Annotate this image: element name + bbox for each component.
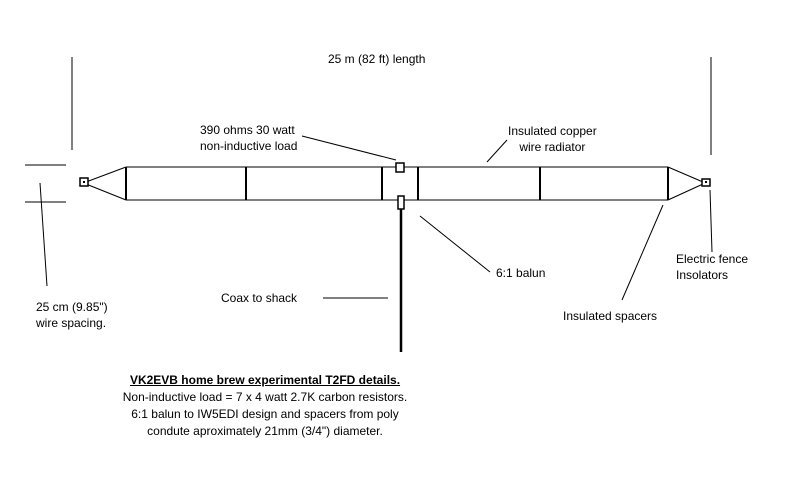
caption-line1: Non-inductive load = 7 x 4 watt 2.7K car…: [122, 390, 408, 404]
balun-leader: [419, 215, 491, 273]
load-label-line2: non-inductive load: [200, 139, 298, 153]
spacing-label-line2: wire spacing.: [36, 316, 107, 330]
right-taper-top: [667, 166, 704, 183]
radiator-label-line1: Insulated copper: [508, 124, 597, 138]
caption-line2: 6:1 balun to IW5EDI design and spacers f…: [131, 407, 399, 421]
load-label: 390 ohms 30 watt non-inductive load: [200, 122, 297, 154]
fence-leader: [709, 189, 713, 253]
spacing-label-line1: 25 cm (9.85"): [36, 300, 108, 314]
balun-label: 6:1 balun: [496, 266, 546, 280]
length-label: 25 m (82 ft) length: [328, 52, 426, 66]
load-leader: [301, 135, 397, 161]
left-taper-bottom: [85, 183, 127, 201]
left-taper-top: [85, 166, 127, 183]
spacers-leader: [621, 204, 664, 301]
radiator-label-line2: wire radiator: [519, 140, 586, 154]
radiator-leader: [486, 139, 508, 163]
details-caption: VK2EVB home brew experimental T2FD detai…: [100, 372, 430, 440]
caption-title: VK2EVB home brew experimental T2FD detai…: [129, 373, 401, 387]
fence-insulator-label: Electric fence Insolators: [676, 251, 748, 283]
fence-label-line2: Insolators: [676, 268, 729, 282]
load-resistor: [395, 162, 405, 173]
spacing-pointer: [39, 182, 48, 287]
fence-label-line1: Electric fence: [676, 252, 749, 266]
caption-line3: condute aproximately 21mm (3/4") diamete…: [147, 424, 383, 438]
spacing-label: 25 cm (9.85") wire spacing.: [36, 299, 108, 331]
load-label-line1: 390 ohms 30 watt: [200, 123, 295, 137]
coax-label: Coax to shack: [221, 291, 298, 305]
right-taper-bottom: [667, 183, 704, 201]
balun-box: [397, 195, 405, 210]
spacers-label: Insulated spacers: [563, 309, 658, 323]
radiator-label: Insulated copper wire radiator: [508, 123, 597, 155]
